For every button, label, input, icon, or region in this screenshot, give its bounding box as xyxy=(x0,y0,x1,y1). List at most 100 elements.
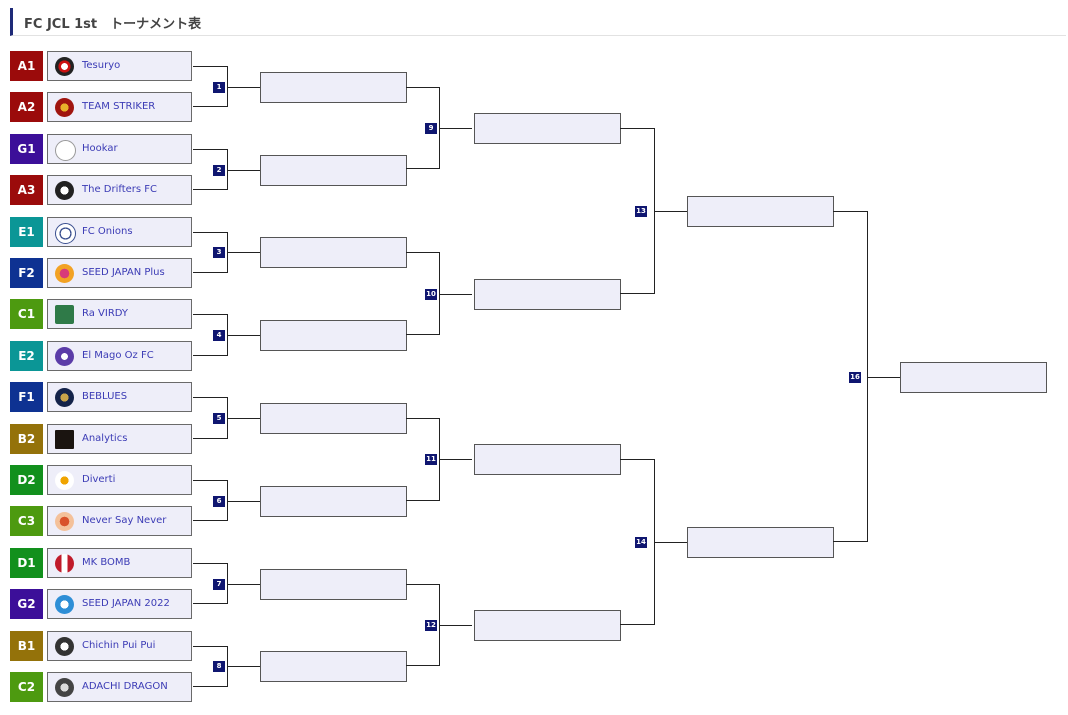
round2-slot[interactable] xyxy=(260,71,407,103)
team-name: FC Onions xyxy=(82,225,133,237)
match-number-14: 14 xyxy=(635,537,647,549)
seed-badge-a1: A1 xyxy=(10,51,43,81)
bracket-connector xyxy=(833,210,868,543)
round2-slot[interactable] xyxy=(260,237,407,269)
page-header: FC JCL 1st トーナメント表 xyxy=(10,8,1066,36)
bracket-connector xyxy=(193,562,228,605)
bracket-connector xyxy=(620,459,655,625)
match-number-6: 6 xyxy=(213,495,225,507)
round3-slot[interactable] xyxy=(474,113,621,145)
match-number-2: 2 xyxy=(213,164,225,176)
bracket-connector xyxy=(406,252,440,336)
bracket-connector xyxy=(193,645,228,687)
bracket-line xyxy=(868,376,900,378)
bracket-connector xyxy=(193,314,228,356)
round2-slot[interactable] xyxy=(260,485,407,517)
analytics-logo-icon xyxy=(55,429,74,449)
seed-badge-b1: B1 xyxy=(10,630,43,661)
match-number-8: 8 xyxy=(213,661,225,673)
team-slot-c3[interactable]: Never Say Never xyxy=(47,506,192,537)
round3-slot[interactable] xyxy=(474,609,621,641)
team-slot-b2[interactable]: Analytics xyxy=(47,423,192,454)
team-slot-a2[interactable]: TEAM STRIKER xyxy=(47,92,192,123)
match-number-13: 13 xyxy=(635,205,647,217)
bracket-line xyxy=(440,459,472,461)
bracket-connector xyxy=(620,128,655,294)
bracket-line xyxy=(228,252,260,254)
seed-japan-plus-logo-icon xyxy=(55,264,74,283)
seed-badge-d1: D1 xyxy=(10,547,43,578)
bracket-line xyxy=(228,500,260,502)
seed-japan-2022-logo-icon xyxy=(55,595,74,615)
team-slot-e1[interactable]: FC Onions xyxy=(47,216,192,247)
team-name: Diverti xyxy=(82,474,116,485)
round2-slot[interactable] xyxy=(260,320,407,352)
team-name: SEED JAPAN 2022 xyxy=(82,598,170,610)
bracket-line xyxy=(228,86,260,88)
team-name: SEED JAPAN Plus xyxy=(82,267,165,278)
bracket-line xyxy=(440,128,472,130)
bracket-connector xyxy=(193,231,228,273)
seed-badge-b2: B2 xyxy=(10,423,43,454)
bracket-line xyxy=(228,169,260,171)
team-slot-g2[interactable]: SEED JAPAN 2022 xyxy=(47,589,192,620)
seed-badge-c1: C1 xyxy=(10,299,43,330)
match-number-10: 10 xyxy=(425,288,437,300)
round2-slot[interactable] xyxy=(260,568,407,600)
team-striker-logo-icon xyxy=(55,98,74,118)
page-title: FC JCL 1st トーナメント表 xyxy=(24,17,202,32)
seed-badge-g2: G2 xyxy=(10,589,43,620)
bracket-line xyxy=(440,624,472,626)
team-slot-f2[interactable]: SEED JAPAN Plus xyxy=(47,258,192,288)
match-number-1: 1 xyxy=(213,81,225,93)
diverti-logo-icon xyxy=(55,471,74,490)
semifinal-slot[interactable] xyxy=(687,195,834,227)
team-slot-e2[interactable]: El Mago Oz FC xyxy=(47,340,192,371)
seed-badge-c3: C3 xyxy=(10,506,43,537)
team-slot-f1[interactable]: BEBLUES xyxy=(47,382,192,413)
bracket-line xyxy=(228,335,260,337)
semifinal-slot[interactable] xyxy=(687,527,834,559)
team-slot-c1[interactable]: Ra VIRDY xyxy=(47,299,192,330)
team-slot-b1[interactable]: Chichin Pui Pui xyxy=(47,630,192,661)
hookar-logo-icon xyxy=(55,139,76,161)
match-number-16: 16 xyxy=(849,371,861,383)
bracket-line xyxy=(655,542,687,544)
bracket-line xyxy=(228,666,260,668)
match-number-4: 4 xyxy=(213,330,225,342)
bracket-connector xyxy=(193,148,228,191)
bracket-connector xyxy=(406,583,440,667)
champion-slot[interactable] xyxy=(900,361,1047,393)
onions-logo-icon xyxy=(55,222,76,244)
bracket-connector xyxy=(193,397,228,439)
round2-slot[interactable] xyxy=(260,154,407,186)
team-name: Chichin Pui Pui xyxy=(82,639,156,651)
match-number-9: 9 xyxy=(425,123,437,135)
seed-badge-f2: F2 xyxy=(10,258,43,288)
never-say-never-logo-icon xyxy=(55,512,74,532)
round3-slot[interactable] xyxy=(474,444,621,476)
team-name: Analytics xyxy=(82,432,128,444)
team-name: Ra VIRDY xyxy=(82,308,129,320)
beblues-logo-icon xyxy=(55,388,74,408)
mk-bomb-logo-icon xyxy=(55,553,74,573)
match-number-5: 5 xyxy=(213,412,225,424)
seed-badge-e1: E1 xyxy=(10,216,43,247)
team-slot-d2[interactable]: Diverti xyxy=(47,465,192,495)
team-name: The Drifters FC xyxy=(82,184,158,196)
bracket-line xyxy=(655,210,687,212)
team-slot-a3[interactable]: The Drifters FC xyxy=(47,175,192,206)
team-name: Hookar xyxy=(82,142,118,154)
round3-slot[interactable] xyxy=(474,278,621,310)
team-slot-c2[interactable]: ADACHI DRAGON xyxy=(47,672,192,702)
round2-slot[interactable] xyxy=(260,651,407,683)
team-slot-d1[interactable]: MK BOMB xyxy=(47,547,192,578)
bracket-line xyxy=(440,293,472,295)
team-slot-g1[interactable]: Hookar xyxy=(47,133,192,164)
seed-badge-c2: C2 xyxy=(10,672,43,702)
team-slot-a1[interactable]: Tesuryo xyxy=(47,51,192,81)
match-number-12: 12 xyxy=(425,619,437,631)
team-name: Tesuryo xyxy=(82,60,121,71)
round2-slot[interactable] xyxy=(260,402,407,434)
bracket-connector xyxy=(193,480,228,522)
